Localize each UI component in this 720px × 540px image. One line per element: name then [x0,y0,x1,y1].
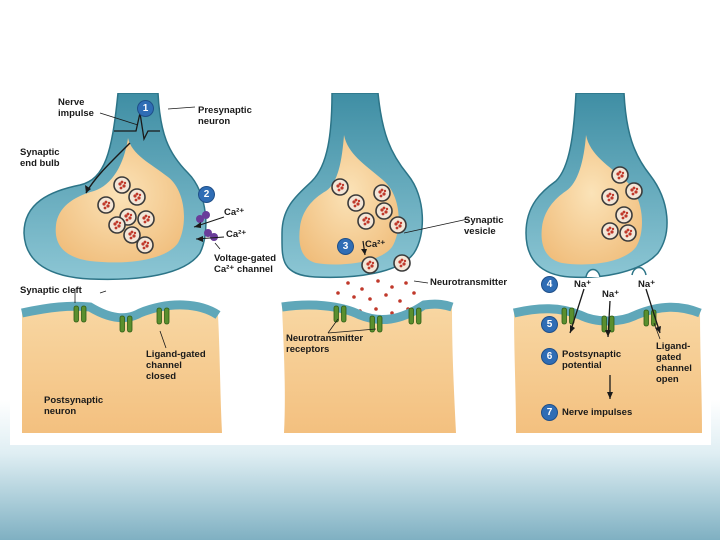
label-postsynaptic-neuron: Postsynaptic neuron [44,395,103,417]
label-na-ion-1: Na⁺ [574,279,591,290]
label-ligand-gated-closed: Ligand-gated channel closed [146,349,206,382]
label-ca-ion-1: Ca²⁺ [224,207,244,218]
label-ca-ion-3: Ca²⁺ [365,239,385,250]
step-badge-3: 3 [338,239,353,254]
label-nerve-impulses: Nerve impulses [562,407,632,418]
step-badge-1: 1 [138,101,153,116]
label-synaptic-vesicle: Synaptic vesicle [464,215,504,237]
synapse-diagram [10,93,711,445]
panel-2-release [282,93,468,433]
label-ligand-gated-open: Ligand- gated channel open [656,341,692,385]
label-voltage-gated-channel: Voltage-gated Ca²⁺ channel [214,253,276,275]
label-presynaptic-neuron: Presynaptic neuron [198,105,252,127]
label-na-ion-2: Na⁺ [602,289,619,300]
step-badge-7: 7 [542,405,557,420]
label-neurotransmitter-receptors: Neurotransmitter receptors [286,333,363,355]
label-neurotransmitter: Neurotransmitter [430,277,507,288]
panel-1-presynaptic [22,93,224,433]
label-nerve-impulse: Nerve impulse [58,97,94,119]
label-synaptic-end-bulb: Synaptic end bulb [20,147,60,169]
step-badge-4: 4 [542,277,557,292]
step-badge-5: 5 [542,317,557,332]
label-na-ion-3: Na⁺ [638,279,655,290]
label-postsynaptic-potential: Postsynaptic potential [562,349,621,371]
label-ca-ion-2: Ca²⁺ [226,229,246,240]
label-synaptic-cleft: Synaptic cleft [20,285,82,296]
step-badge-2: 2 [199,187,214,202]
synapse-figure: 1 2 3 4 5 6 7 Nerve impulse Presynaptic … [10,93,711,445]
step-badge-6: 6 [542,349,557,364]
